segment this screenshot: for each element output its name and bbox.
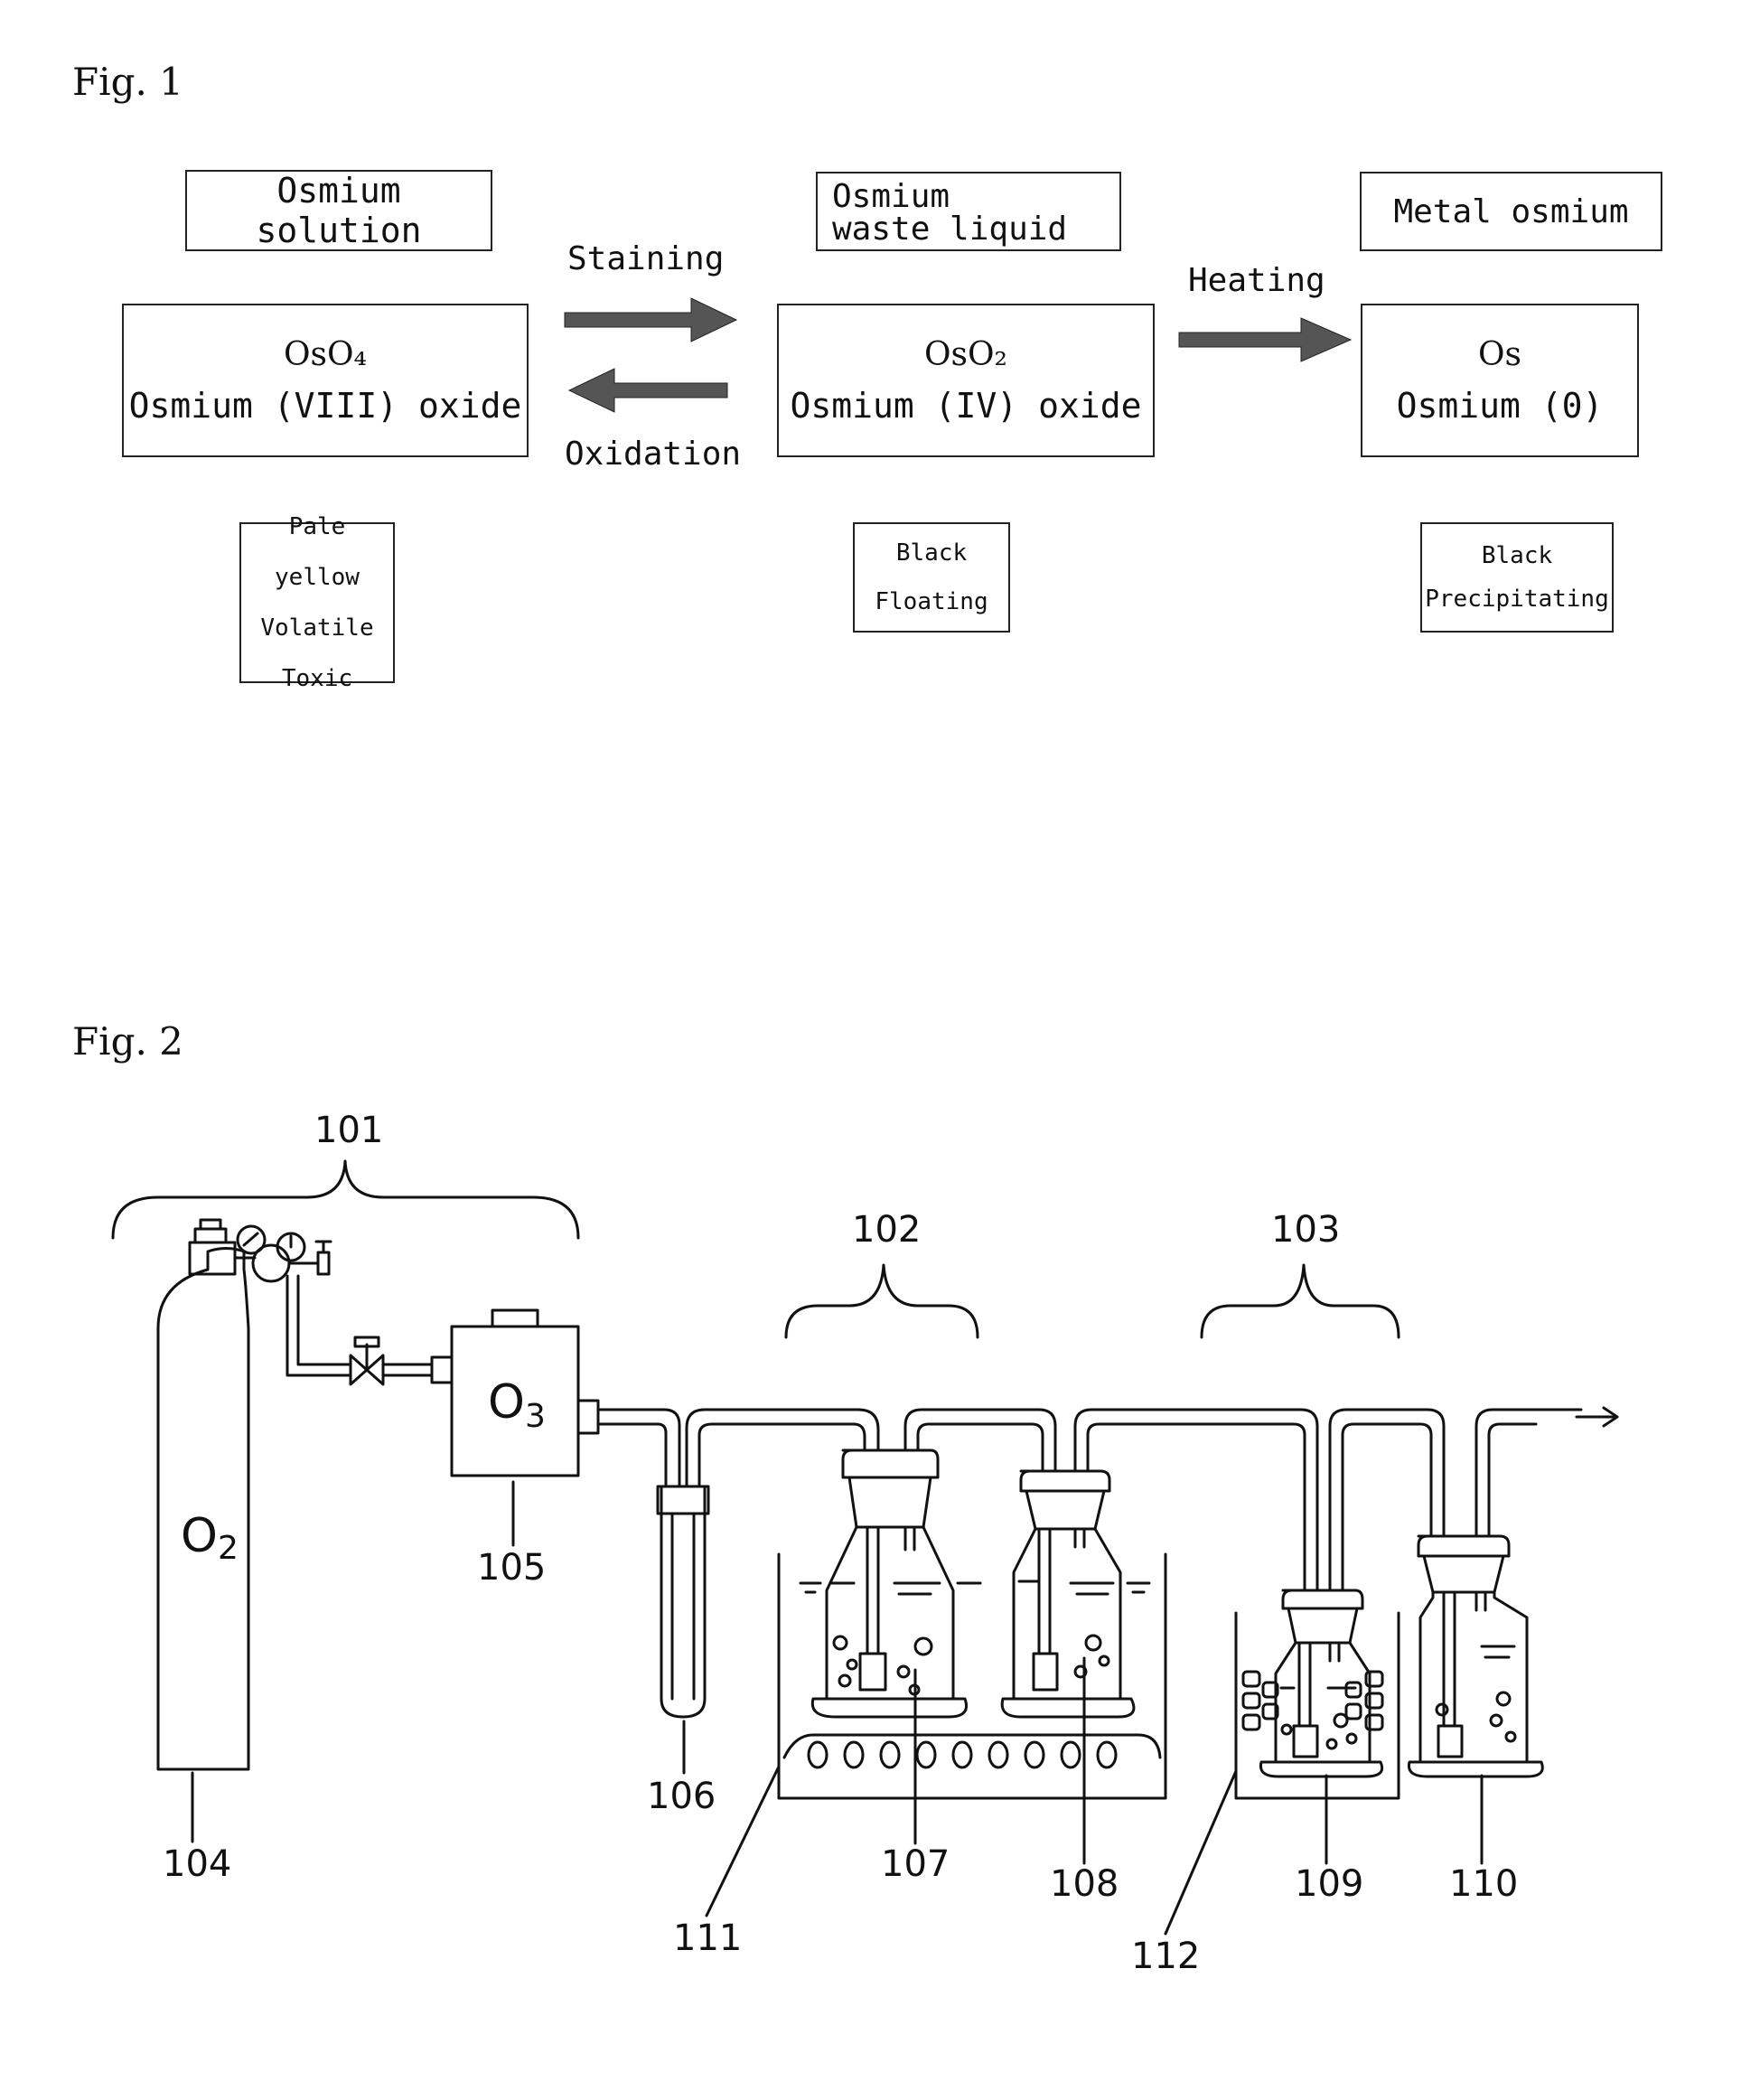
oxygen-symbol-o: O — [181, 1509, 218, 1563]
staining-label: Staining — [567, 240, 724, 277]
oxidation-label: Oxidation — [565, 436, 741, 473]
metal-osmium-header-text: Metal osmium — [1393, 193, 1628, 230]
ref-107: 107 — [881, 1843, 950, 1885]
osmium-viii-oxide-name: Osmium (VIII) oxide — [129, 386, 522, 426]
osmium-solution-header: Osmium solution — [185, 170, 492, 251]
gas-washing-bottle-109 — [1260, 1590, 1381, 1777]
osmium-viii-properties: Pale yellow Volatile Toxic — [239, 522, 395, 683]
gas-washing-bottle-108 — [1002, 1471, 1134, 1717]
water-bath-111 — [779, 1554, 1166, 1798]
fig1-title: Fig. 1 — [72, 60, 183, 104]
ref-102: 102 — [852, 1209, 921, 1251]
osmium-waste-liquid-line2: waste liquid — [832, 213, 1119, 246]
osmium-solution-header-text: Osmium solution — [187, 171, 491, 250]
osmium-0-name: Osmium (0) — [1397, 386, 1604, 426]
oxidation-arrow — [569, 369, 727, 412]
fig2-title: Fig. 2 — [72, 1019, 183, 1064]
ozone-symbol: O3 — [488, 1375, 546, 1435]
property-pale-yellow: Pale yellow — [241, 502, 393, 603]
outlet-arrow-icon — [1577, 1408, 1617, 1426]
bracket-102 — [786, 1265, 978, 1337]
ref-111: 111 — [673, 1917, 742, 1959]
osmium-viii-oxide-box: OsO₄ Osmium (VIII) oxide — [122, 304, 529, 457]
osmium-iv-oxide-name: Osmium (IV) oxide — [791, 386, 1142, 426]
regulator-body — [190, 1242, 235, 1274]
ref-104: 104 — [163, 1843, 231, 1885]
ref-112: 112 — [1131, 1936, 1200, 1977]
osmium-iv-oxide-box: OsO₂ Osmium (IV) oxide — [777, 304, 1155, 457]
property-black: Black — [896, 529, 967, 577]
heating-arrow — [1179, 318, 1351, 361]
property-floating: Floating — [875, 577, 988, 626]
ozone-symbol-o: O — [488, 1375, 525, 1430]
bracket-103 — [1202, 1265, 1399, 1337]
osmium-waste-liquid-line1: Osmium — [832, 181, 1119, 213]
oxygen-symbol-sub: 2 — [218, 1530, 239, 1567]
ref-110: 110 — [1449, 1863, 1518, 1905]
regulator-gauge-body — [253, 1245, 289, 1281]
ice-bath-112 — [1236, 1613, 1399, 1798]
needle-valve — [351, 1355, 383, 1384]
staining-arrow — [565, 298, 736, 342]
metal-osmium-header: Metal osmium — [1360, 172, 1662, 251]
osmium-0-box: Os Osmium (0) — [1361, 304, 1639, 457]
gas-washing-bottle-110 — [1409, 1536, 1542, 1777]
pressure-gauge-right-icon — [277, 1233, 304, 1261]
osmium-waste-liquid-header: Osmium waste liquid — [816, 172, 1121, 251]
trap-106 — [661, 1486, 705, 1717]
gas-washing-bottle-107 — [812, 1450, 966, 1717]
ref-108: 108 — [1050, 1863, 1119, 1905]
property-volatile: Volatile — [260, 603, 373, 653]
ref-101: 101 — [314, 1110, 383, 1151]
pressure-gauge-left-icon — [238, 1226, 265, 1253]
property-toxic: Toxic — [282, 653, 352, 704]
heating-label: Heating — [1188, 262, 1325, 299]
oso2-formula: OsO₂ — [924, 336, 1007, 373]
osmium-0-properties: Black Precipitating — [1420, 522, 1614, 633]
bracket-101 — [113, 1161, 578, 1238]
ref-109: 109 — [1295, 1863, 1363, 1905]
property-precipitating: Precipitating — [1425, 577, 1609, 621]
ozone-symbol-sub: 3 — [525, 1398, 546, 1435]
os-formula: Os — [1478, 336, 1521, 373]
heater-coils — [809, 1742, 1116, 1767]
oxygen-symbol: O2 — [181, 1509, 239, 1567]
ref-103: 103 — [1271, 1209, 1340, 1251]
property-black-2: Black — [1482, 534, 1552, 577]
ice-cubes — [1243, 1672, 1382, 1730]
ref-106: 106 — [647, 1776, 716, 1817]
oso4-formula: OsO₄ — [284, 336, 367, 373]
osmium-iv-properties: Black Floating — [853, 522, 1010, 633]
ref-105: 105 — [477, 1547, 546, 1589]
